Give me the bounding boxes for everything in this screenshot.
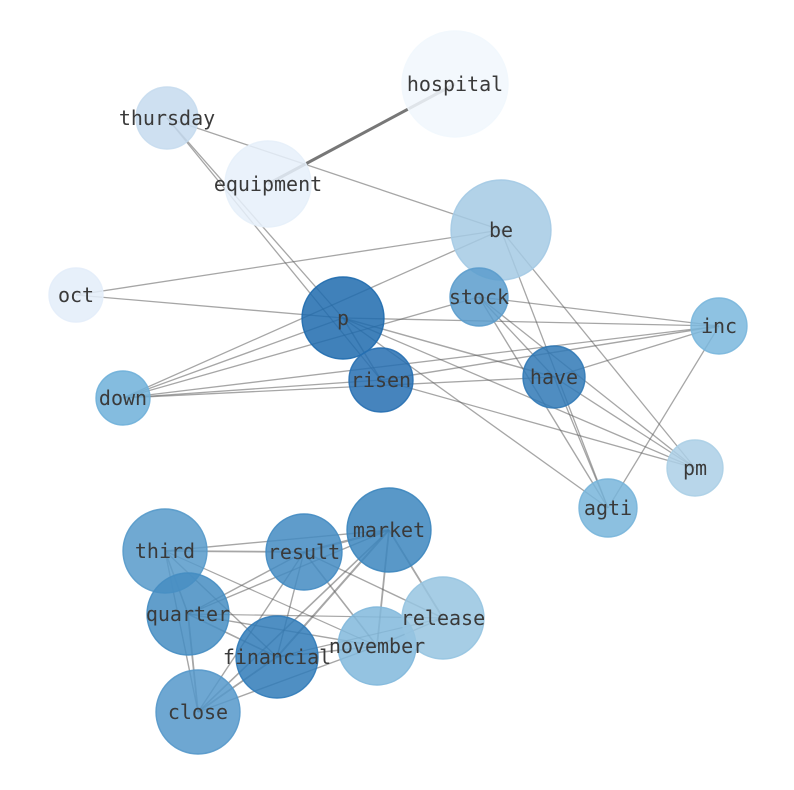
nodes-layer [48, 30, 748, 755]
node-label-inc: inc [701, 314, 737, 338]
node-label-november: november [329, 634, 425, 658]
node-label-be: be [489, 218, 513, 242]
edge-inc-agti [607, 325, 720, 509]
node-result [265, 513, 343, 591]
edge-stock-inc [478, 296, 720, 327]
node-pm [666, 439, 724, 497]
edge-oct-p [75, 294, 344, 319]
node-risen [348, 347, 414, 413]
node-label-p: p [337, 306, 349, 330]
edge-thursday-be [166, 117, 502, 231]
edge-risen-pm [380, 379, 696, 469]
edge-have-down [122, 376, 555, 399]
node-label-equipment: equipment [214, 172, 322, 196]
node-hospital [401, 30, 509, 138]
node-market [346, 487, 432, 573]
node-label-oct: oct [58, 283, 94, 307]
node-release [401, 576, 485, 660]
node-oct [48, 267, 104, 323]
node-label-pm: pm [683, 456, 707, 480]
node-close [155, 669, 241, 755]
node-label-hospital: hospital [407, 72, 503, 96]
edge-p-pm [342, 317, 696, 469]
edge-stock-down [122, 296, 480, 399]
node-equipment [224, 140, 312, 228]
node-financial [235, 615, 319, 699]
node-label-quarter: quarter [146, 602, 230, 626]
node-label-stock: stock [449, 285, 509, 309]
node-agti [578, 478, 638, 538]
node-label-thursday: thursday [119, 106, 215, 130]
node-label-close: close [168, 700, 228, 724]
node-label-market: market [353, 518, 425, 542]
edge-stock-pm [478, 296, 696, 469]
node-label-release: release [401, 606, 485, 630]
node-quarter [146, 572, 230, 656]
edge-p-inc [342, 317, 720, 327]
node-label-risen: risen [351, 368, 411, 392]
labels-layer: hospital thursday equipment be oct stock p inc r… [58, 72, 737, 724]
node-label-down: down [99, 386, 147, 410]
node-label-result: result [268, 540, 340, 564]
node-label-third: third [135, 539, 195, 563]
node-label-financial: financial [223, 645, 331, 669]
node-down [95, 370, 151, 426]
node-thursday [135, 86, 199, 150]
edge-down-inc [122, 325, 720, 399]
edge-oct-be [75, 229, 502, 296]
edge-be-pm [500, 229, 696, 469]
node-p [301, 276, 385, 360]
node-stock [449, 267, 509, 327]
node-label-have: have [530, 365, 578, 389]
edge-risen-down [122, 379, 382, 399]
node-have [522, 345, 586, 409]
node-label-agti: agti [584, 496, 632, 520]
node-inc [690, 297, 748, 355]
